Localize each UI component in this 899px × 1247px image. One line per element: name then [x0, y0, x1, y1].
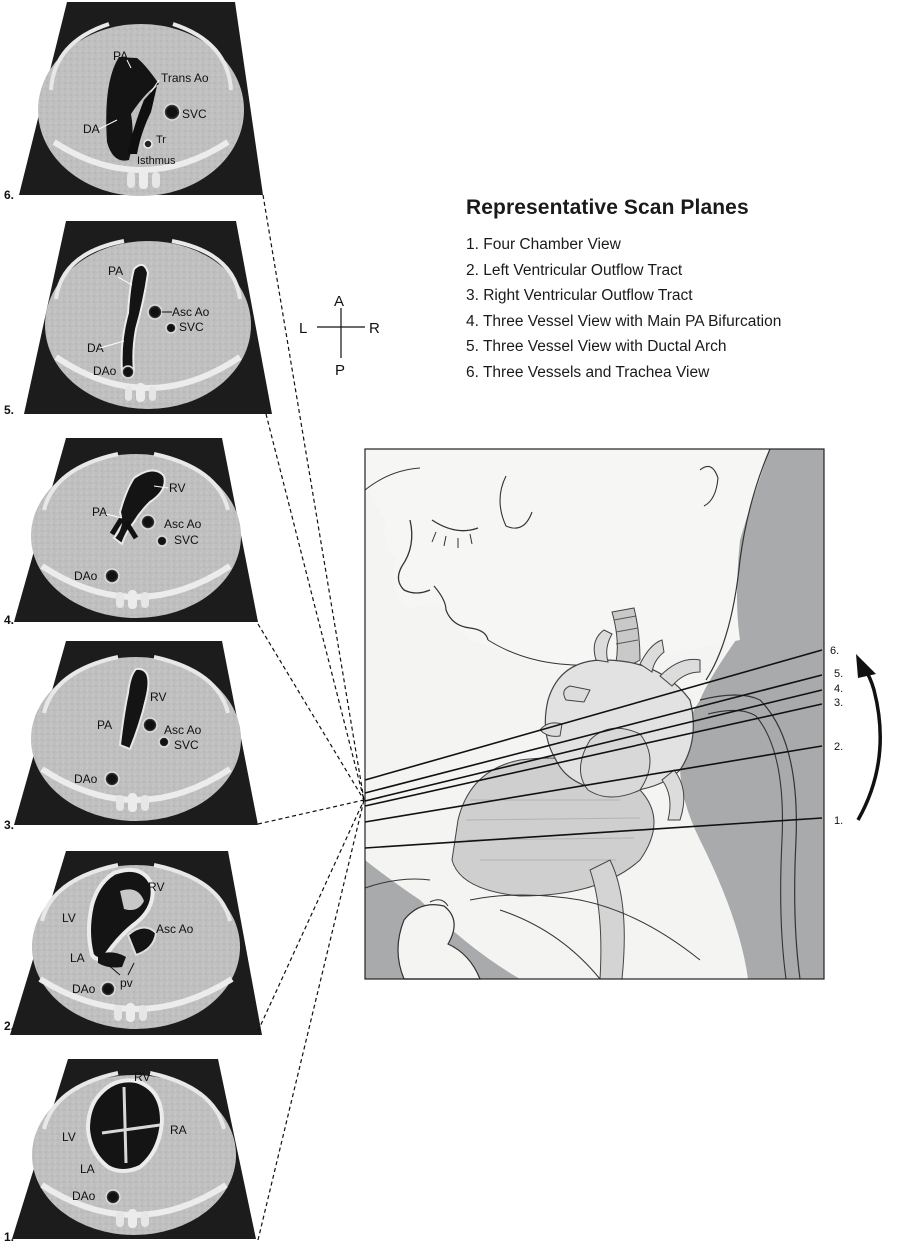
label-asc-ao: Asc Ao [156, 922, 194, 936]
legend-list: 1. Four Chamber View 2. Left Ventricular… [466, 232, 781, 386]
panel-1: RV LV RA LA DAo [12, 1059, 256, 1239]
legend: Representative Scan Planes 1. Four Chamb… [466, 196, 781, 386]
label-rv: RV [169, 481, 185, 495]
legend-item: 6. Three Vessels and Trachea View [466, 363, 710, 381]
panel-number: 5. [4, 403, 14, 417]
panel-numbers: 6. 5. 4. 3. 2. 1. [4, 188, 14, 1244]
label-rv: RV [134, 1070, 150, 1084]
label-lv: LV [62, 1130, 76, 1144]
curved-arrow-icon [856, 654, 882, 821]
orientation-cross: A P L R [299, 293, 380, 379]
scan-plane-lines [364, 649, 823, 849]
dashed-connectors [257, 194, 365, 1241]
label-pa: PA [108, 264, 123, 278]
panel-number: 3. [4, 818, 14, 832]
plane-label: 5. [834, 668, 843, 680]
label-ra: RA [170, 1123, 187, 1137]
plane-label: 2. [834, 741, 843, 753]
panel-number: 2. [4, 1019, 14, 1033]
panel-5: PA Asc Ao SVC DA DAo [24, 221, 272, 414]
legend-item: 1. Four Chamber View [466, 236, 621, 253]
label-dao: DAo [93, 364, 117, 378]
label-svc: SVC [174, 738, 199, 752]
orientation-anterior: A [334, 293, 344, 310]
panel-number: 4. [4, 613, 14, 627]
orientation-posterior: P [335, 362, 345, 379]
scan-plane-4 [364, 689, 823, 802]
label-lv: LV [62, 911, 76, 925]
orientation-left: L [299, 320, 307, 337]
scan-plane-1 [364, 817, 823, 849]
label-svc: SVC [179, 320, 204, 334]
label-dao: DAo [74, 772, 98, 786]
label-asc-ao: Asc Ao [164, 517, 202, 531]
label-dao: DAo [74, 569, 98, 583]
legend-item: 5. Three Vessel View with Ductal Arch [466, 338, 727, 356]
plane-label: 1. [834, 815, 843, 827]
label-da: DA [87, 341, 104, 355]
panel-3: RV PA Asc Ao SVC DAo [14, 641, 258, 825]
orientation-right: R [369, 320, 380, 337]
plane-label: 6. [830, 645, 839, 657]
panel-number: 6. [4, 188, 14, 202]
label-asc-ao: Asc Ao [172, 305, 210, 319]
label-tr: Tr [156, 134, 166, 146]
scan-plane-5 [364, 674, 823, 794]
label-dao: DAo [72, 1189, 96, 1203]
panel-number: 1. [4, 1230, 14, 1244]
label-rv: RV [150, 690, 166, 704]
legend-title: Representative Scan Planes [466, 196, 749, 219]
label-pa: PA [97, 718, 112, 732]
scan-plane-6 [364, 649, 823, 781]
label-trans-ao: Trans Ao [161, 71, 209, 85]
label-pa: PA [113, 49, 128, 63]
label-da: DA [83, 122, 100, 136]
label-dao: DAo [72, 982, 96, 996]
panel-6: PA Trans Ao SVC DA Tr Isthmus [19, 2, 263, 196]
label-pa: PA [92, 505, 107, 519]
plane-label: 3. [834, 697, 843, 709]
legend-item: 3. Right Ventricular Outflow Tract [466, 287, 693, 305]
panel-4: RV PA Asc Ao SVC DAo [14, 438, 258, 622]
scan-plane-2 [364, 745, 823, 823]
legend-item: 2. Left Ventricular Outflow Tract [466, 261, 683, 279]
label-svc: SVC [174, 533, 199, 547]
label-rv: RV [148, 880, 164, 894]
scan-plane-3 [364, 703, 823, 807]
label-asc-ao: Asc Ao [164, 723, 202, 737]
label-isthmus: Isthmus [137, 155, 176, 167]
label-la: LA [80, 1162, 95, 1176]
legend-item: 4. Three Vessel View with Main PA Bifurc… [466, 312, 782, 330]
label-la: LA [70, 951, 85, 965]
scan-plane-labels: 6. 5. 4. 3. 2. 1. [830, 645, 843, 827]
label-svc: SVC [182, 107, 207, 121]
panel-2: RV LV Asc Ao LA pv DAo [10, 851, 262, 1035]
label-pv: pv [120, 976, 133, 990]
plane-label: 4. [834, 683, 843, 695]
